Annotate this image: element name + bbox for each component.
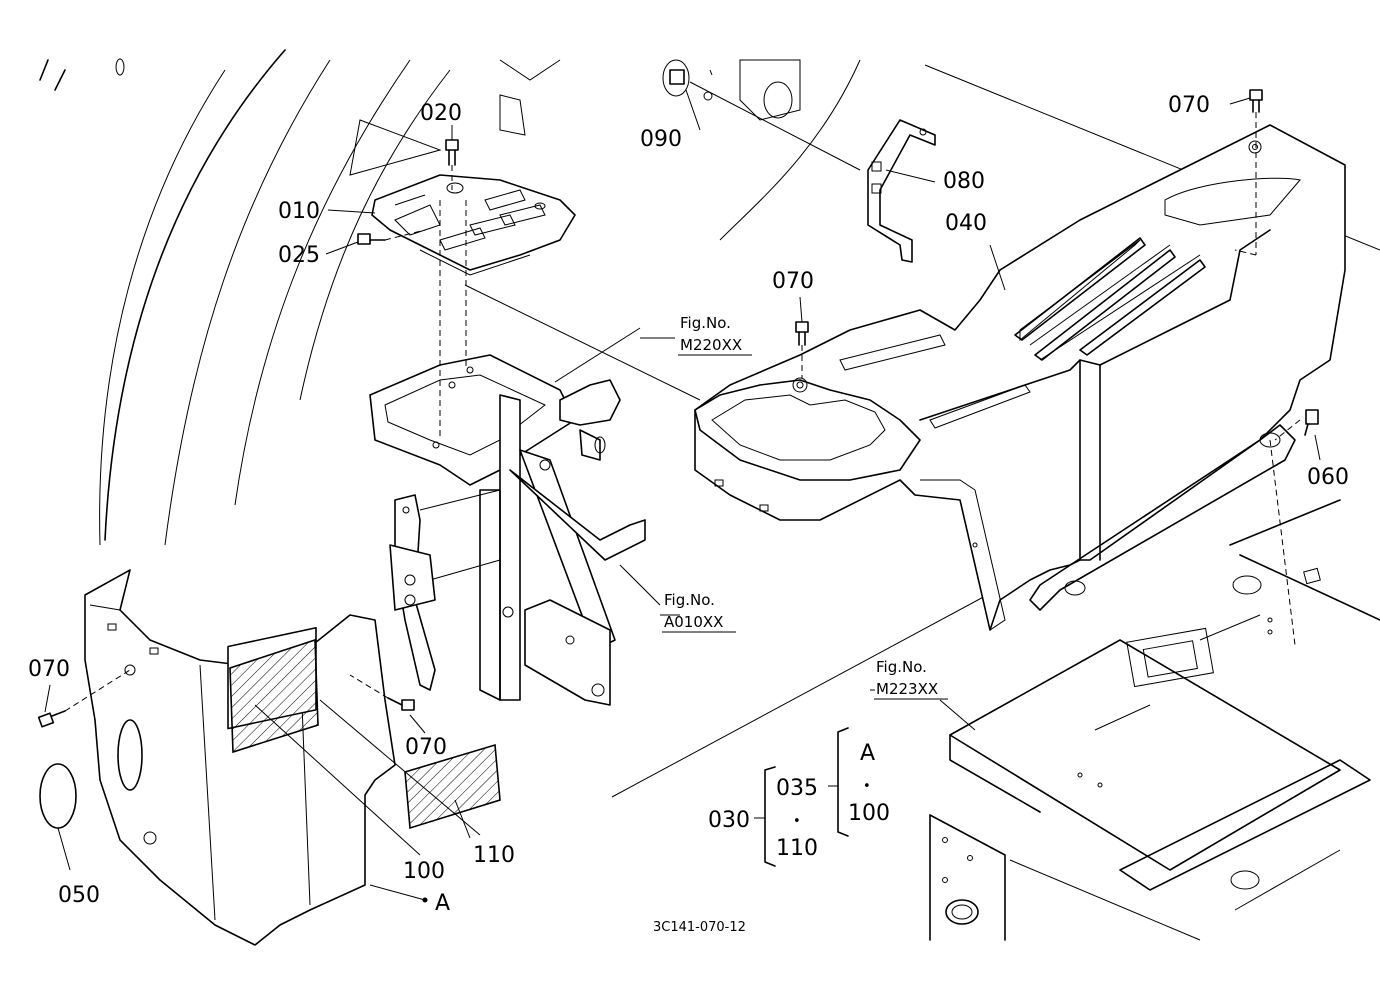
bullet-030: • xyxy=(793,814,801,829)
fig-ref-a010-line1: Fig.No. xyxy=(664,591,715,609)
callout-100-group: 100 xyxy=(848,801,890,826)
callout-070-mid: 070 xyxy=(405,735,447,760)
callout-035: 035 xyxy=(776,776,818,801)
callouts: 020 010 025 090 080 040 070 070 060 070 … xyxy=(28,93,1349,916)
callout-050: 050 xyxy=(58,883,100,908)
decal-110 xyxy=(404,743,501,830)
callout-070-top: 070 xyxy=(1168,93,1210,118)
grommet-050 xyxy=(39,763,77,829)
callout-090: 090 xyxy=(640,127,682,152)
bolt-070-left xyxy=(37,669,131,728)
bracket-080 xyxy=(867,119,936,263)
callout-020: 020 xyxy=(420,101,462,126)
callout-080: 080 xyxy=(943,169,985,194)
fig-ref-m220-line2: M220XX xyxy=(680,336,742,354)
fig-ref-m220-line1: Fig.No. xyxy=(680,314,731,332)
bullet-035: • xyxy=(863,779,871,794)
callout-040: 040 xyxy=(945,211,987,236)
callout-060: 060 xyxy=(1307,465,1349,490)
floor-plate xyxy=(929,499,1380,941)
bracket-030 xyxy=(754,727,849,867)
side-panel xyxy=(84,569,396,946)
callout-010: 010 xyxy=(278,199,320,224)
callout-100: 100 xyxy=(403,859,445,884)
figure-refs: Fig.No. M220XX Fig.No. A010XX Fig.No. M2… xyxy=(662,314,948,700)
callout-025: 025 xyxy=(278,243,320,268)
bolt-060 xyxy=(1269,409,1319,646)
leader-lines xyxy=(44,89,1321,903)
callout-110: 110 xyxy=(473,843,515,868)
fig-ref-m223-line1: Fig.No. xyxy=(876,658,927,676)
step-plate-010 xyxy=(371,174,576,276)
callout-a-side: A xyxy=(435,891,450,916)
fig-ref-a010-line2: A010XX xyxy=(664,613,723,631)
bolt-070-top xyxy=(1234,89,1263,256)
callout-030: 030 xyxy=(708,808,750,833)
bolt-090 xyxy=(662,59,861,171)
bolt-025 xyxy=(357,229,426,245)
fig-ref-m223-line2: M223XX xyxy=(876,680,938,698)
pedal-bracket xyxy=(369,200,646,706)
drawing-number: 3C141-070-12 xyxy=(653,920,746,935)
callout-a-group: A xyxy=(860,741,875,766)
bolt-070-mid xyxy=(349,674,415,711)
console-cover-040 xyxy=(694,124,1346,631)
decal-100 xyxy=(229,638,319,754)
callout-070-left: 070 xyxy=(28,657,70,682)
callout-070-center: 070 xyxy=(772,269,814,294)
tire-outline xyxy=(39,49,451,546)
callout-110-group: 110 xyxy=(776,836,818,861)
